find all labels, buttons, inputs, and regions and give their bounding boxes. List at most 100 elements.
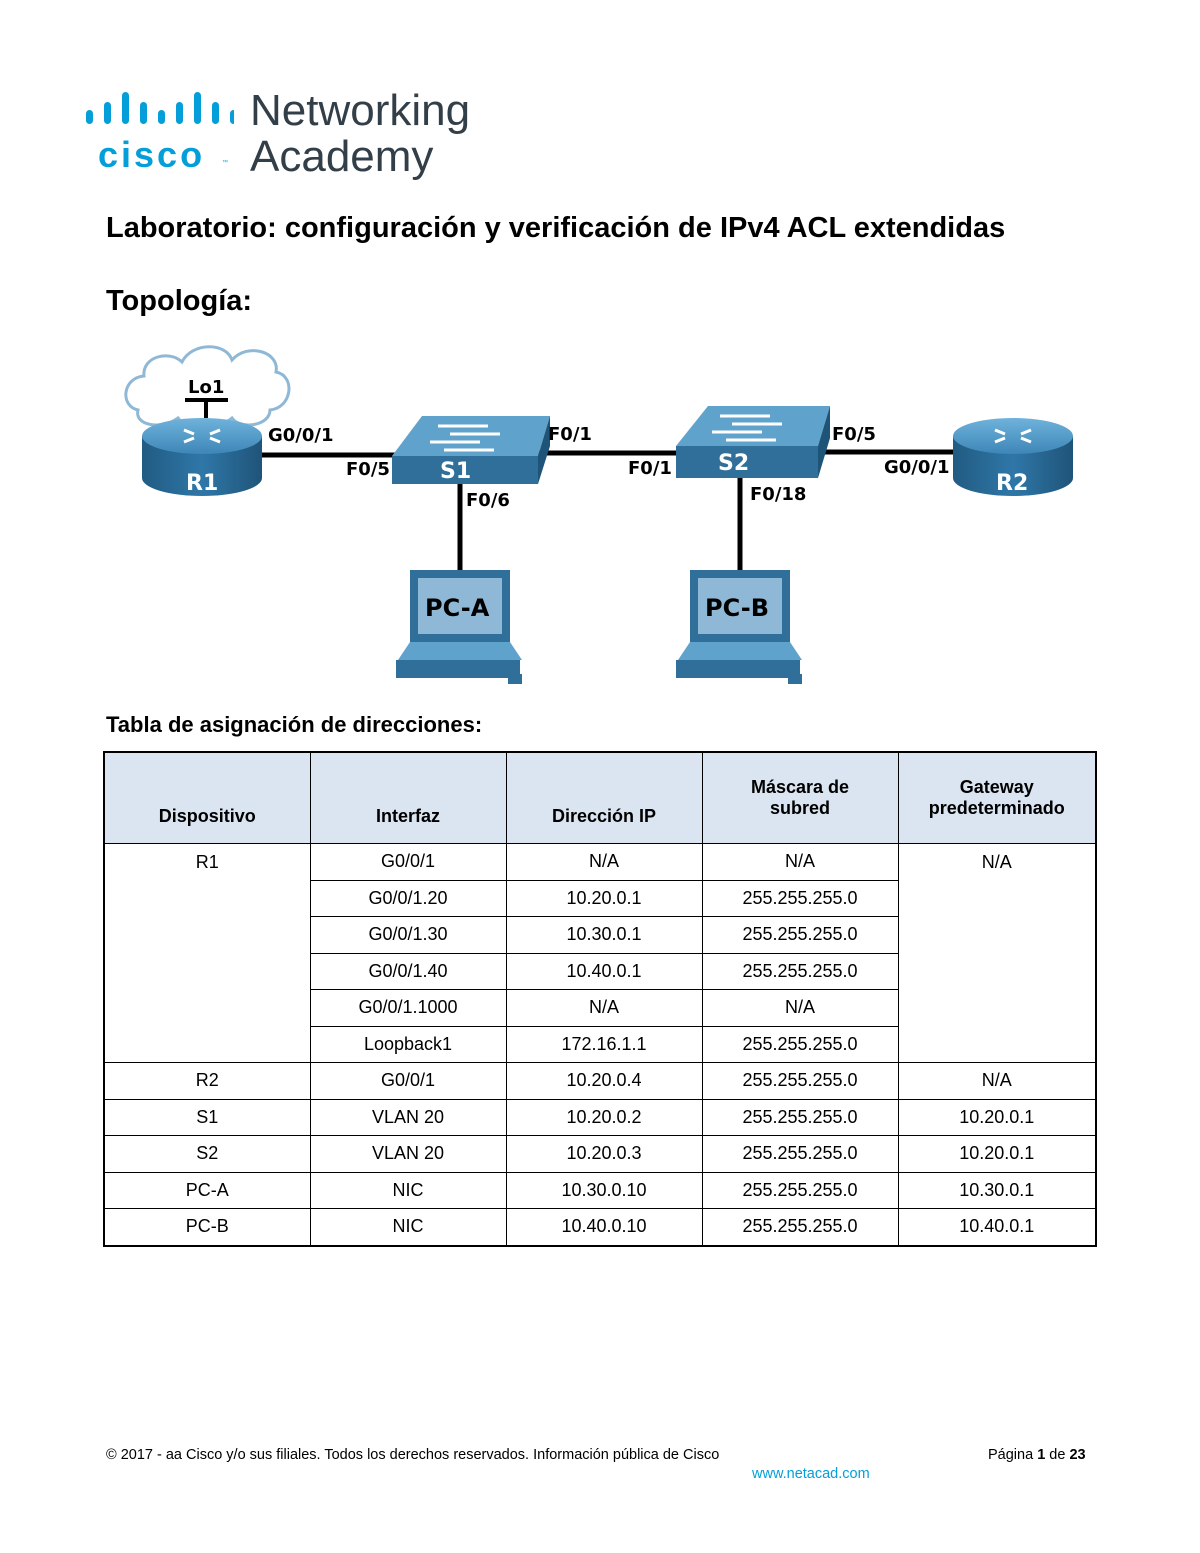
cell-gateway: N/A xyxy=(897,843,1097,1063)
cisco-networking-academy-logo: cisco ™ Networking Academy xyxy=(84,86,504,181)
cisco-bars-icon xyxy=(86,92,234,124)
page-total: 23 xyxy=(1069,1447,1086,1463)
header-gateway-line1: Gateway xyxy=(959,777,1034,797)
cell-gateway: 10.20.0.1 xyxy=(897,1135,1097,1173)
cell-device: PC-B xyxy=(103,1208,311,1246)
cell-device: PC-A xyxy=(103,1171,311,1209)
logo-line-2: Academy xyxy=(250,132,434,181)
cell-ip: 10.30.0.1 xyxy=(505,916,703,954)
cell-ip: N/A xyxy=(505,989,703,1027)
cell-mask: 255.255.255.0 xyxy=(701,1098,899,1136)
header-mask-line2: subred xyxy=(769,798,830,818)
document-title: Laboratorio: configuración y verificació… xyxy=(106,212,1006,244)
cell-interface: NIC xyxy=(309,1208,507,1246)
cell-mask: 255.255.255.0 xyxy=(701,952,899,990)
footer-copyright: © 2017 - aa Cisco y/o sus filiales. Todo… xyxy=(106,1447,720,1463)
header-mask-line1: Máscara de xyxy=(750,777,850,797)
cell-mask: 255.255.255.0 xyxy=(701,1171,899,1209)
cell-device: R1 xyxy=(103,843,311,1063)
cell-gateway: 10.30.0.1 xyxy=(897,1171,1097,1209)
port-s2-f05: F0/5 xyxy=(832,424,876,445)
cell-ip: 10.40.0.1 xyxy=(505,952,703,990)
header-ip: Dirección IP xyxy=(505,751,703,844)
r2-label: R2 xyxy=(996,471,1028,496)
switch-s1-icon: S1 xyxy=(392,416,550,484)
cell-device: S2 xyxy=(103,1135,311,1173)
cell-gateway: 10.20.0.1 xyxy=(897,1098,1097,1136)
port-r2-g001: G0/0/1 xyxy=(884,457,950,478)
logo-line-1: Networking xyxy=(250,86,471,135)
switch-s2-icon: S2 xyxy=(676,406,830,478)
table-row: S2 VLAN 20 10.20.0.3 255.255.255.0 10.20… xyxy=(103,1135,1097,1173)
cell-ip: 10.20.0.4 xyxy=(505,1062,703,1100)
port-s2-f01: F0/1 xyxy=(628,458,672,479)
cell-ip: 10.20.0.1 xyxy=(505,879,703,917)
cell-interface: G0/0/1 xyxy=(309,843,507,881)
pc-a-icon: PC-A xyxy=(396,570,522,684)
port-s1-f01: F0/1 xyxy=(548,424,592,445)
page-current: 1 xyxy=(1037,1447,1046,1463)
port-s1-f05: F0/5 xyxy=(346,459,390,480)
r1-label: R1 xyxy=(186,471,218,496)
cell-interface: VLAN 20 xyxy=(309,1135,507,1173)
port-s1-f06: F0/6 xyxy=(466,490,510,511)
table-row: PC-A NIC 10.30.0.10 255.255.255.0 10.30.… xyxy=(103,1171,1097,1209)
pcb-label: PC-B xyxy=(705,594,769,622)
cell-ip: 10.30.0.10 xyxy=(505,1171,703,1209)
page-prefix: Página xyxy=(988,1447,1034,1463)
cell-interface: NIC xyxy=(309,1171,507,1209)
cell-mask: N/A xyxy=(701,843,899,881)
table-row: G0/0/1.1000 N/A N/A xyxy=(104,989,1096,1027)
header-gateway-line2: predeterminado xyxy=(928,798,1065,818)
cell-interface: G0/0/1.20 xyxy=(309,879,507,917)
trademark-mark: ™ xyxy=(222,160,228,166)
cell-mask: 255.255.255.0 xyxy=(701,1062,899,1100)
s1-label: S1 xyxy=(440,459,471,484)
header-gateway: Gateway predeterminado xyxy=(897,751,1097,844)
cisco-wordmark: cisco xyxy=(98,134,206,175)
cell-interface: G0/0/1 xyxy=(309,1062,507,1100)
page-of: de xyxy=(1049,1447,1066,1463)
cell-mask: 255.255.255.0 xyxy=(701,916,899,954)
cell-mask: 255.255.255.0 xyxy=(701,1208,899,1246)
cell-interface: G0/0/1.1000 xyxy=(309,989,507,1027)
cell-interface: Loopback1 xyxy=(309,1025,507,1063)
router-r1-icon: R1 xyxy=(142,418,262,496)
table-row: PC-B NIC 10.40.0.10 255.255.255.0 10.40.… xyxy=(103,1208,1097,1246)
cell-interface: G0/0/1.40 xyxy=(309,952,507,990)
cell-mask: 255.255.255.0 xyxy=(701,1025,899,1063)
table-row: R2 G0/0/1 10.20.0.4 255.255.255.0 N/A xyxy=(103,1062,1097,1100)
table-row: G0/0/1.30 10.30.0.1 255.255.255.0 xyxy=(104,916,1096,954)
addressing-table: Dispositivo Interfaz Dirección IP Máscar… xyxy=(103,751,1097,1247)
port-r1-g001: G0/0/1 xyxy=(268,425,334,446)
cell-interface: G0/0/1.30 xyxy=(309,916,507,954)
topology-diagram: Lo1 R1 R2 S1 xyxy=(124,345,1073,684)
port-s2-f018: F0/18 xyxy=(750,484,806,505)
addressing-table-heading: Tabla de asignación de direcciones: xyxy=(106,712,483,737)
cell-mask: N/A xyxy=(701,989,899,1027)
header-interface: Interfaz xyxy=(309,751,507,844)
table-row: G0/0/1.40 10.40.0.1 255.255.255.0 xyxy=(104,952,1096,990)
topology-heading: Topología: xyxy=(106,285,253,317)
header-device: Dispositivo xyxy=(103,751,311,844)
s2-label: S2 xyxy=(718,451,749,476)
table-row: S1 VLAN 20 10.20.0.2 255.255.255.0 10.20… xyxy=(103,1098,1097,1136)
table-row: R1 G0/0/1 N/A N/A N/A xyxy=(103,843,1097,1063)
footer-page-number: Página 1 de 23 xyxy=(988,1447,1086,1463)
header-mask: Máscara de subred xyxy=(701,751,899,844)
table-header-row: Dispositivo Interfaz Dirección IP Máscar… xyxy=(103,751,1097,844)
cell-mask: 255.255.255.0 xyxy=(701,879,899,917)
cell-device: S1 xyxy=(103,1098,311,1136)
cell-gateway: N/A xyxy=(897,1062,1097,1100)
cell-gateway: 10.40.0.1 xyxy=(897,1208,1097,1246)
cell-device: R2 xyxy=(103,1062,311,1100)
footer-url-link[interactable]: www.netacad.com xyxy=(752,1466,870,1482)
cell-ip: N/A xyxy=(505,843,703,881)
cell-ip: 10.20.0.2 xyxy=(505,1098,703,1136)
cell-ip: 10.20.0.3 xyxy=(505,1135,703,1173)
cell-ip: 10.40.0.10 xyxy=(505,1208,703,1246)
pc-b-icon: PC-B xyxy=(676,570,802,684)
cell-interface: VLAN 20 xyxy=(309,1098,507,1136)
pca-label: PC-A xyxy=(425,594,490,622)
lo1-label: Lo1 xyxy=(188,377,224,398)
